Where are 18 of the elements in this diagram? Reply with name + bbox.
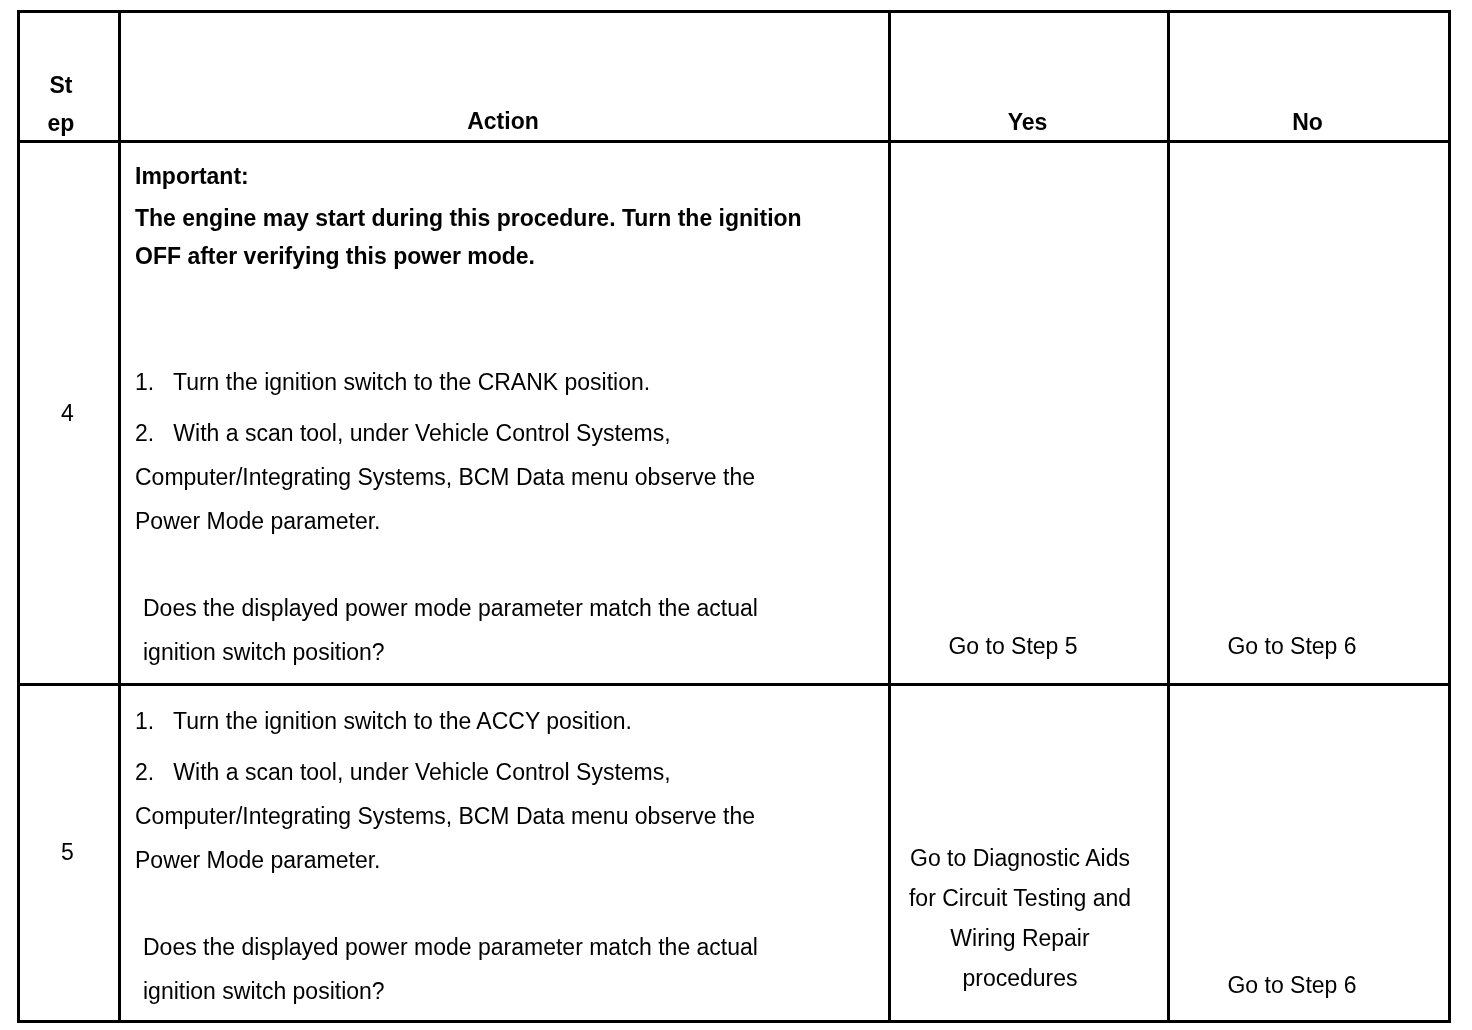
result-text: Go to Diagnostic Aids for Circuit Testing and Wiring Repair procedures: [908, 844, 1132, 993]
result-text: Go to Step 5: [947, 632, 1079, 661]
warning-note: The engine may start during this procedure. Turn the ignition OFF after verifying this power mode.: [135, 204, 803, 271]
column-header: St ep: [46, 71, 76, 138]
instruction-step: 1. Turn the ignition switch to the ACCY position.: [135, 706, 855, 736]
question-text: Does the displayed power mode parameter match the actual ignition switch position?: [143, 594, 759, 667]
column-header: Yes: [1006, 108, 1049, 137]
column-header: Action: [466, 107, 540, 136]
instruction-step: 1. Turn the ignition switch to the CRANK position.: [135, 367, 855, 397]
result-text: Go to Step 6: [1226, 632, 1358, 661]
instruction-step: 2. With a scan tool, under Vehicle Control Systems, Computer/Integrating Systems, BCM Data menu observe the Power Mode parameter.: [135, 750, 800, 882]
question-text: Does the displayed power mode parameter match the actual ignition switch position?: [143, 933, 759, 1006]
column-header: No: [1291, 108, 1324, 137]
result-text: Go to Step 6: [1226, 971, 1358, 1000]
step-number: 5: [60, 838, 75, 867]
note-heading: Important:: [135, 162, 250, 191]
instruction-step: 2. With a scan tool, under Vehicle Control Systems, Computer/Integrating Systems, BCM Data menu observe the Power Mode parameter.: [135, 411, 800, 543]
step-number: 4: [60, 399, 75, 428]
